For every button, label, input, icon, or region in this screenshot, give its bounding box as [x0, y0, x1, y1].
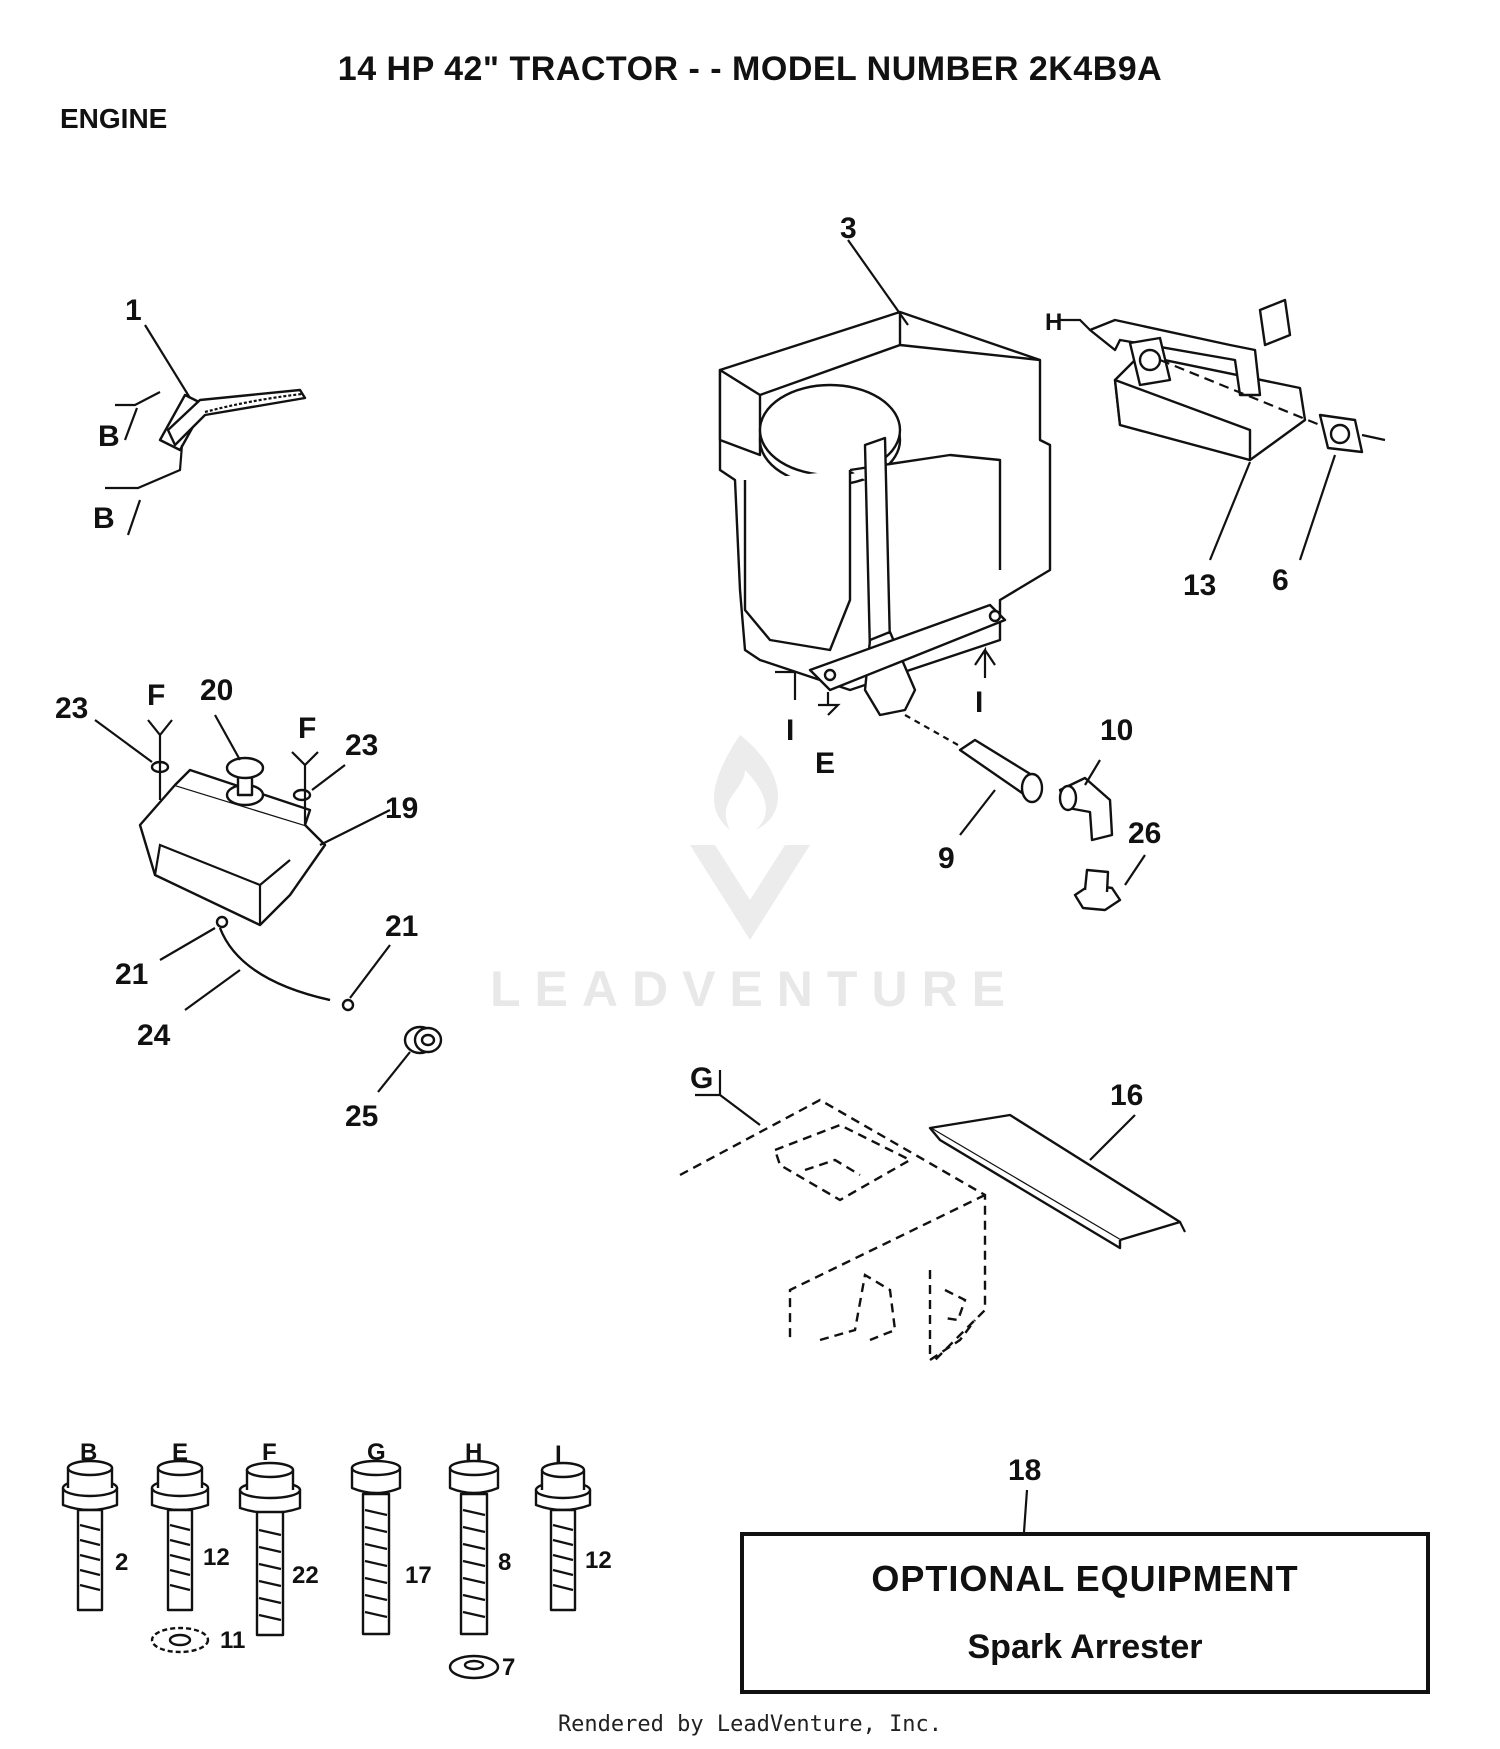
fastener-f[interactable]: F 22	[238, 1439, 319, 1637]
ref-g: G	[690, 1062, 713, 1095]
flat-washer-part[interactable]	[448, 1654, 500, 1680]
fastener-g-part: 17	[405, 1562, 432, 1589]
callout-23-left: 23	[55, 692, 88, 725]
pipe-nipple-part[interactable]	[904, 714, 1044, 804]
grommet-part[interactable]	[403, 1025, 443, 1055]
fastener-e-extra: 11	[220, 1627, 245, 1654]
elbow-part[interactable]	[1058, 776, 1114, 842]
fastener-e[interactable]: E 12 11	[150, 1439, 245, 1654]
fastener-e-part: 12	[203, 1544, 230, 1571]
ref-f-left: F	[147, 679, 165, 712]
gasket-part[interactable]	[1318, 413, 1386, 454]
callout-23-right: 23	[345, 729, 378, 762]
callout-3: 3	[840, 212, 857, 245]
leadventure-logo-watermark	[690, 735, 810, 940]
dipstick-bracket-part[interactable]	[158, 388, 307, 452]
fastener-h-extra: 7	[502, 1654, 515, 1681]
ref-b-upper: B	[98, 420, 120, 453]
muffler-part[interactable]	[1088, 298, 1321, 462]
optional-equipment-box[interactable]: OPTIONAL EQUIPMENT Spark Arrester	[740, 1532, 1430, 1694]
fastener-e-letter: E	[172, 1439, 188, 1466]
fastener-h-letter: H	[465, 1439, 482, 1466]
ref-e: E	[815, 747, 835, 780]
fastener-b-letter: B	[80, 1439, 97, 1466]
ref-h: H	[1045, 309, 1062, 336]
lock-washer-part[interactable]	[150, 1626, 210, 1654]
fastener-g-letter: G	[367, 1439, 386, 1466]
rendered-by-footer: Rendered by LeadVenture, Inc.	[557, 1712, 943, 1737]
callout-20: 20	[200, 674, 233, 707]
fastener-i-part: 12	[585, 1547, 612, 1574]
ref-b-lower: B	[93, 502, 115, 535]
ref-i-left: I	[786, 714, 794, 747]
callout-19: 19	[385, 792, 418, 825]
optional-equipment-title: OPTIONAL EQUIPMENT	[871, 1558, 1299, 1599]
spark-arrester-label: Spark Arrester	[967, 1628, 1203, 1666]
fastener-b[interactable]: B 2	[61, 1439, 128, 1612]
callout-21-right: 21	[385, 910, 418, 943]
fastener-f-part: 22	[292, 1562, 319, 1589]
callout-6: 6	[1272, 564, 1289, 597]
section-heading: ENGINE	[60, 103, 168, 134]
fastener-h-part: 8	[498, 1549, 511, 1576]
fastener-b-part: 2	[115, 1549, 128, 1576]
washer-right-part[interactable]	[292, 788, 312, 802]
callout-18: 18	[1008, 1454, 1041, 1487]
fastener-i[interactable]: I 12	[534, 1441, 612, 1612]
callout-25: 25	[345, 1100, 378, 1133]
callout-26: 26	[1128, 817, 1161, 850]
ref-i-right: I	[975, 686, 983, 719]
fuel-cap-part[interactable]	[225, 756, 265, 807]
callout-13: 13	[1183, 569, 1216, 602]
page-title: 14 HP 42" TRACTOR - - MODEL NUMBER 2K4B9…	[337, 50, 1163, 88]
chassis-outline	[679, 1098, 987, 1363]
fastener-h[interactable]: H 8 7	[448, 1439, 515, 1681]
heat-shield-part[interactable]	[928, 1113, 1186, 1250]
clamp-lower-part[interactable]	[341, 998, 355, 1012]
fastener-i-letter: I	[555, 1441, 562, 1468]
callout-24: 24	[137, 1019, 171, 1052]
callout-21-left: 21	[115, 958, 148, 991]
callout-16: 16	[1110, 1079, 1143, 1112]
callout-1: 1	[125, 294, 142, 327]
callout-9: 9	[938, 842, 955, 875]
callout-10: 10	[1100, 714, 1133, 747]
clamp-upper-part[interactable]	[215, 915, 229, 929]
ref-f-right: F	[298, 712, 316, 745]
engine-part[interactable]	[718, 310, 1052, 717]
fastener-g[interactable]: G 17	[350, 1439, 432, 1636]
watermark-text: LEADVENTURE	[490, 961, 1020, 1017]
plug-part[interactable]	[1073, 868, 1122, 912]
fastener-f-letter: F	[262, 1439, 277, 1466]
fuel-line-part[interactable]	[218, 927, 331, 1002]
